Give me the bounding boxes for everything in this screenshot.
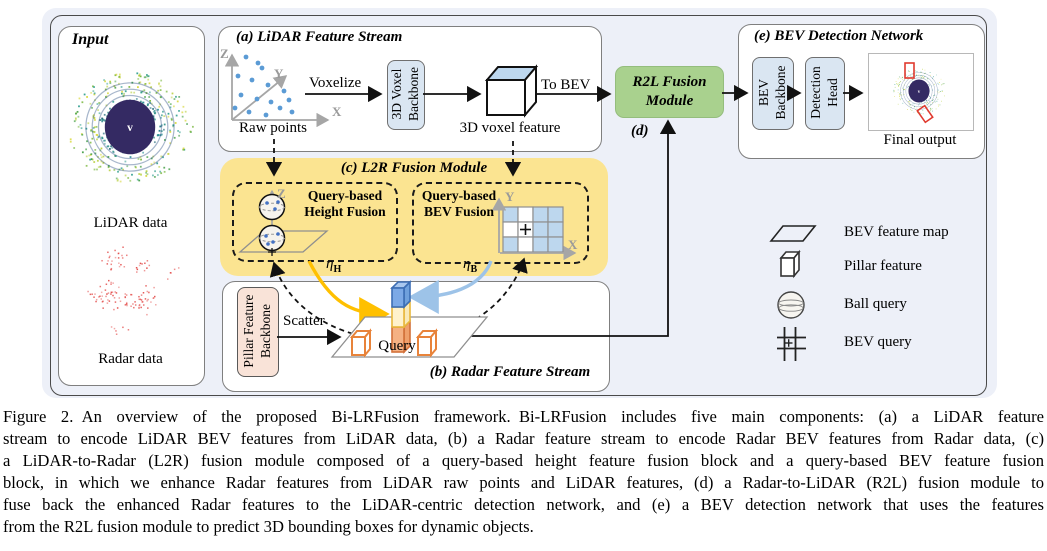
raw-points-x-axis-label: X xyxy=(332,104,342,119)
bev-feature-map-icon xyxy=(769,225,817,242)
scatter-label: Scatter xyxy=(283,313,325,329)
height-fusion-label: Query-based Height Fusion xyxy=(304,188,386,219)
query-label: Query xyxy=(378,338,416,354)
l2r-module-title: (c) L2R Fusion Module xyxy=(340,160,488,176)
svg-text:v: v xyxy=(918,90,921,95)
input-panel xyxy=(58,26,205,386)
raw-points-z-axis-label: Z xyxy=(220,46,229,61)
caption-line: stream to encode LiDAR BEV features from… xyxy=(3,428,1044,448)
height-fusion-block xyxy=(232,182,398,262)
legend-label-pillar-feature: Pillar feature xyxy=(844,258,922,274)
eta-b-label: ηB xyxy=(463,256,478,275)
raw-points-y-axis-label: Y xyxy=(274,66,284,81)
caption-line: a LiDAR-to-Radar (L2R) fusion module com… xyxy=(3,450,1044,470)
bev-fusion-grid xyxy=(491,197,577,261)
bev-fusion-label: Query-based BEV Fusion xyxy=(421,188,497,219)
caption-line: Figure 2. An overview of the proposed Bi… xyxy=(3,407,1044,426)
bev-network-title: (e) BEV Detection Network xyxy=(754,28,924,44)
voxel-backbone-box xyxy=(387,60,425,130)
eta-h-arrow xyxy=(307,260,390,331)
voxel-feature-cube xyxy=(484,64,539,118)
caption-line: block, in which we enhance Radar feature… xyxy=(3,472,1044,492)
ball-query-graphic xyxy=(258,193,286,252)
height-fusion-graphics xyxy=(238,189,329,256)
lidar-data-label: LiDAR data xyxy=(93,215,168,231)
radar-pointcloud-image xyxy=(87,246,180,335)
bev-fusion-x-axis-label: X xyxy=(568,237,578,252)
radar-stream-graphics xyxy=(330,280,489,358)
figure-outer-frame xyxy=(50,15,987,396)
ball-query-icon xyxy=(777,291,805,319)
legend-label-bev-query: BEV query xyxy=(844,334,912,350)
diagram-graphics: v v xyxy=(69,53,945,361)
raw-points-label: Raw points xyxy=(239,120,307,136)
query-pillar-stack xyxy=(390,280,412,354)
to-bev-label: To BEV xyxy=(541,77,591,93)
radar-data-label: Radar data xyxy=(98,351,163,367)
pillar-backbone-box xyxy=(237,287,279,377)
final-output-pointcloud: v xyxy=(893,68,945,115)
figure-caption: Figure 2. An overview of the proposed Bi… xyxy=(3,406,1044,537)
detection-head-box xyxy=(805,57,845,130)
r2l-fusion-module-box: R2L Fusion Module xyxy=(615,66,724,118)
legend-icons xyxy=(769,225,817,361)
pillar-feature-graphic xyxy=(415,328,439,358)
legend-label-ball-query: Ball query xyxy=(844,296,907,312)
pillar-feature-graphic xyxy=(349,328,373,358)
bev-fusion-y-axis-label: Y xyxy=(505,189,515,204)
flow-arrows xyxy=(277,84,864,346)
voxelize-label: Voxelize xyxy=(309,75,362,91)
lidar-stream-title: (a) LiDAR Feature Stream xyxy=(236,29,403,45)
detection-bounding-boxes xyxy=(904,62,934,124)
svg-text:v: v xyxy=(127,122,133,134)
input-panel-title: Input xyxy=(72,31,109,48)
eta-h-label: ηH xyxy=(326,256,342,275)
legend-label-bev-feature-map: BEV feature map xyxy=(844,224,949,240)
r2l-title-line1: R2L Fusion xyxy=(632,74,707,90)
bev-query-icon xyxy=(777,327,806,361)
d-feedback-arrow xyxy=(468,119,677,337)
bev-fusion-block xyxy=(412,182,589,264)
final-output-label: Final output xyxy=(883,132,957,148)
caption-line: fuse back the enhanced Radar features to… xyxy=(3,494,1044,514)
pillar-feature-icon xyxy=(779,249,801,279)
lidar-pointcloud-image: v xyxy=(69,72,194,183)
height-fusion-z-axis-label: Z xyxy=(277,186,286,201)
radar-stream-title: (b) Radar Feature Stream xyxy=(429,364,591,380)
r2l-title-line2: Module xyxy=(645,93,694,109)
caption-line: from the R2L fusion module to predict 3D… xyxy=(3,516,534,536)
eta-b-arrow xyxy=(408,260,493,314)
raw-points-plot xyxy=(224,53,330,128)
d-label: (d) xyxy=(631,123,649,139)
voxel-feature-label: 3D voxel feature xyxy=(459,120,561,136)
